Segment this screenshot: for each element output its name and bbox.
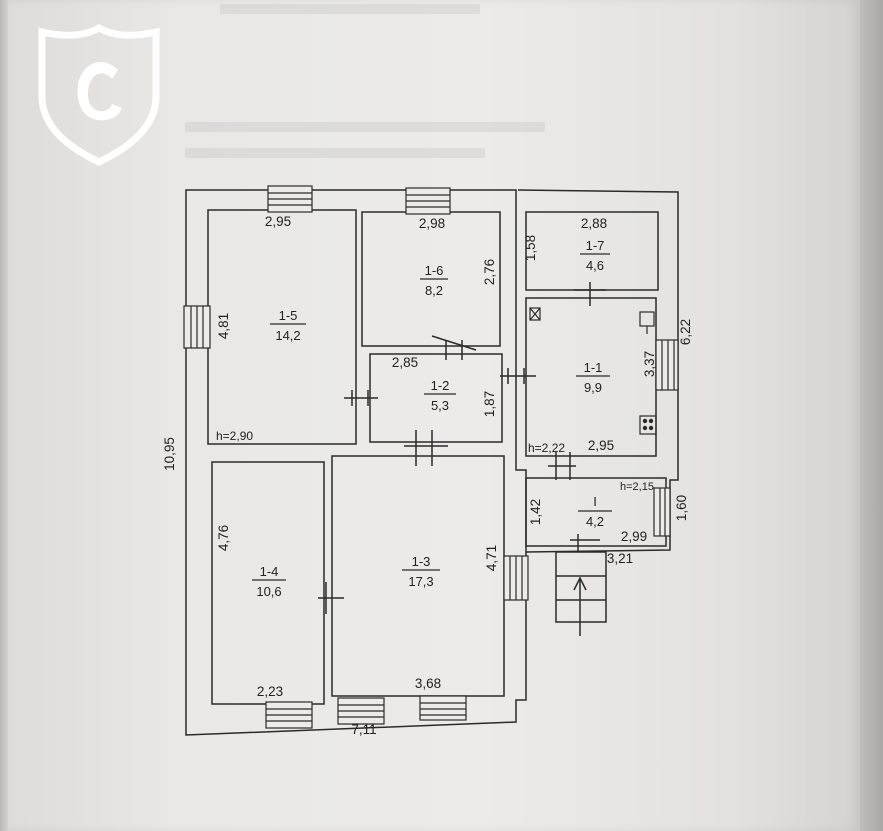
room-1-2-area: 5,3 bbox=[431, 398, 449, 413]
room-1-1-id: 1-1 bbox=[584, 360, 603, 375]
dim-1-6-length: 2,76 bbox=[482, 259, 497, 285]
room-1-7-area: 4,6 bbox=[586, 258, 604, 273]
dim-1-7-length: 1,58 bbox=[523, 235, 538, 261]
dim-1-4-length: 4,76 bbox=[216, 525, 231, 551]
page-binding-edge bbox=[0, 0, 8, 831]
right-wing-outer-wall bbox=[517, 189, 679, 553]
dim-I-width: 2,99 bbox=[621, 529, 647, 544]
room-1-4-area: 10,6 bbox=[256, 584, 281, 599]
door-marks bbox=[318, 282, 606, 636]
dim-1-5-length: 4,81 bbox=[216, 313, 231, 339]
dim-1-1-length: 3,37 bbox=[642, 351, 657, 377]
room-1-5-height: h=2,90 bbox=[216, 429, 253, 443]
room-label-lines bbox=[252, 253, 612, 581]
faint-print bbox=[185, 148, 485, 158]
porch-steps bbox=[555, 551, 607, 623]
dim-building-width: 7,11 bbox=[351, 722, 376, 737]
dim-1-3-length: 4,71 bbox=[484, 545, 499, 571]
windows bbox=[183, 185, 679, 729]
room-I-area: 4,2 bbox=[586, 514, 604, 529]
dim-porch-width: 3,21 bbox=[607, 551, 633, 566]
dim-1-3-width: 3,68 bbox=[415, 676, 441, 691]
document-page bbox=[8, 0, 860, 831]
room-1-5-id: 1-5 bbox=[279, 308, 298, 323]
dim-1-4-width: 2,23 bbox=[257, 684, 283, 699]
room-1-1-height: h=2,22 bbox=[528, 441, 565, 455]
dim-1-7-width: 2,88 bbox=[581, 216, 607, 231]
dim-1-2-length: 1,87 bbox=[482, 391, 497, 417]
room-1-1-area: 9,9 bbox=[584, 380, 602, 395]
room-I-id: I bbox=[593, 494, 597, 509]
dim-right-wing-length: 6,22 bbox=[678, 319, 693, 345]
faint-print bbox=[220, 4, 480, 14]
room-1-4-id: 1-4 bbox=[260, 564, 279, 579]
room-1-7-id: 1-7 bbox=[586, 238, 605, 253]
dim-1-5-width: 2,95 bbox=[265, 214, 291, 229]
room-I-height: h=2,15 bbox=[620, 481, 654, 493]
dim-1-6-width: 2,98 bbox=[419, 216, 445, 231]
room-1-6-id: 1-6 bbox=[425, 263, 444, 278]
faint-print bbox=[185, 122, 545, 132]
room-1-3-area: 17,3 bbox=[408, 574, 433, 589]
room-1-6-area: 8,2 bbox=[425, 283, 443, 298]
main-outer-wall bbox=[185, 189, 527, 736]
room-1-4-outline bbox=[211, 461, 325, 705]
room-1-5-area: 14,2 bbox=[275, 328, 300, 343]
shield-logo-icon bbox=[38, 24, 160, 166]
dim-1-1-width: 2,95 bbox=[588, 438, 614, 453]
room-1-2-id: 1-2 bbox=[431, 378, 450, 393]
dim-porch-length: 1,60 bbox=[674, 495, 689, 521]
kitchen-fixtures bbox=[529, 307, 657, 435]
room-1-1-outline bbox=[525, 297, 657, 457]
room-1-3-id: 1-3 bbox=[412, 554, 431, 569]
dim-1-2-width: 2,85 bbox=[392, 355, 418, 370]
dim-building-length: 10,95 bbox=[162, 437, 177, 471]
dim-I-length: 1,42 bbox=[528, 499, 543, 525]
page-right-edge bbox=[860, 0, 883, 831]
